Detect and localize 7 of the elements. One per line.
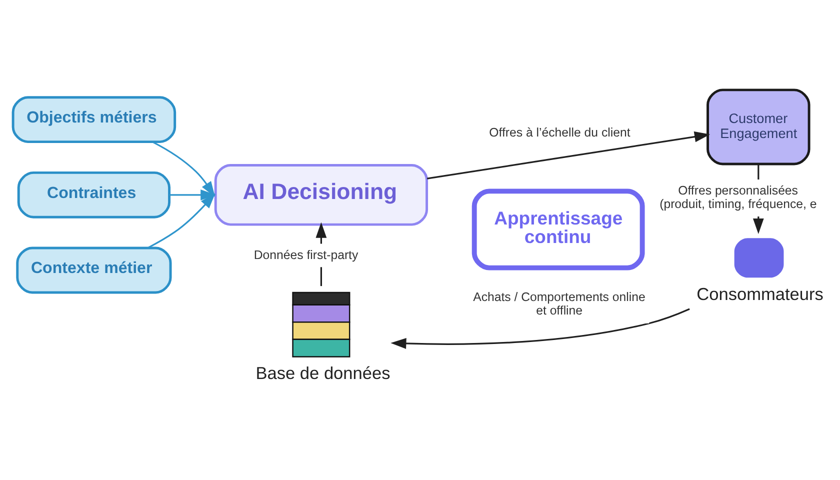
edge-label: Offres à l’échelle du client xyxy=(489,125,630,140)
edge-label: Achats / Comportements online et offline xyxy=(473,290,646,318)
edge-label: Données first-party xyxy=(254,248,358,262)
edge-label: Offres personnalisées (produit, timing, fréquence, e xyxy=(660,183,817,211)
label: Apprentissage continu xyxy=(494,208,623,248)
node-label: Base de données xyxy=(256,363,390,384)
node-label: Consommateurs xyxy=(696,284,824,304)
